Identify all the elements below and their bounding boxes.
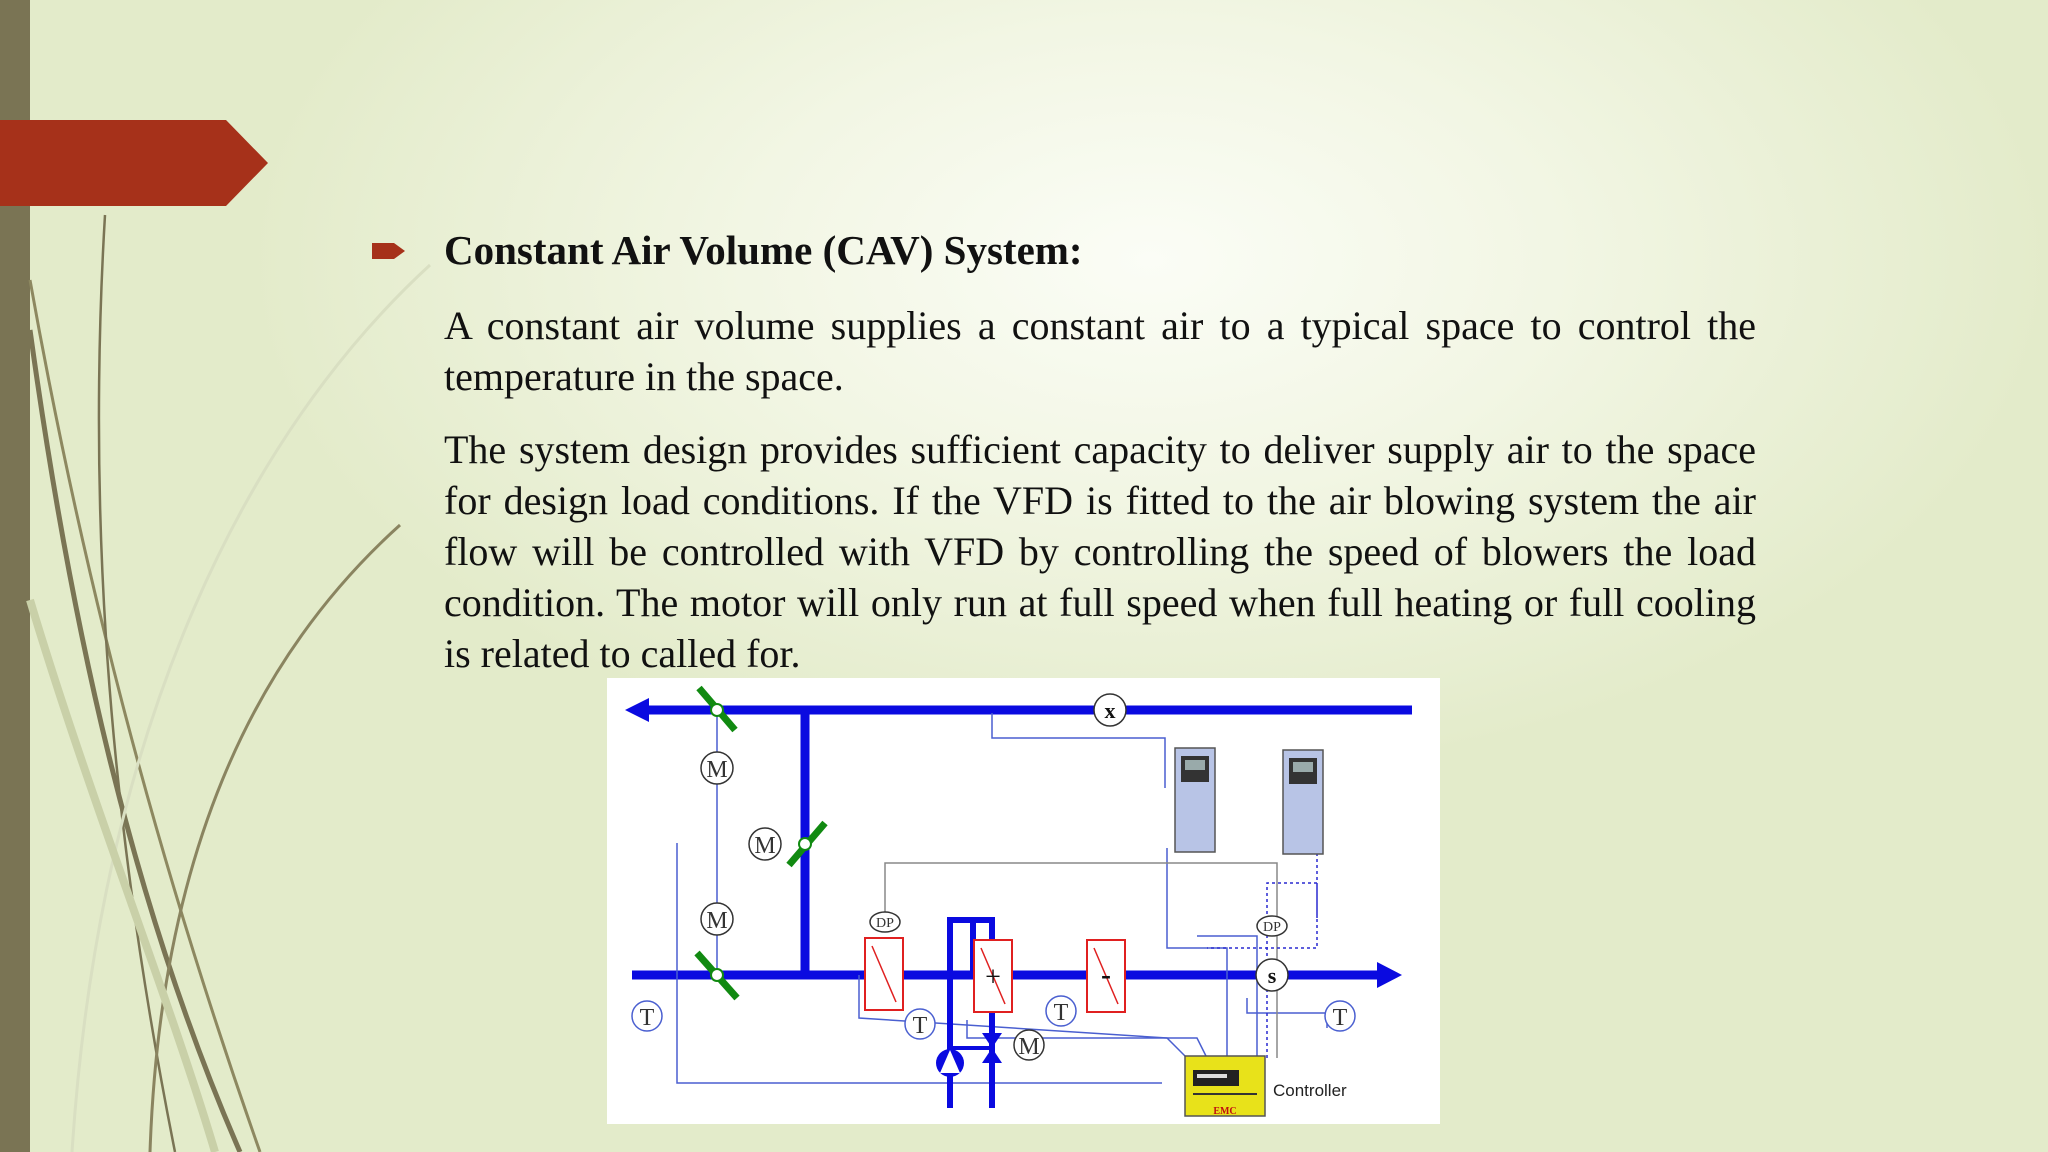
arrow-bullet-icon (372, 243, 405, 259)
svg-text:x: x (1105, 698, 1116, 723)
temp-sensor-mixed: T (904, 1008, 936, 1040)
svg-text:M: M (706, 757, 727, 783)
pump-icon (936, 1049, 964, 1077)
supply-flow-sensor: s (1255, 958, 1289, 992)
cav-system-diagram: M M M M T T T T (607, 678, 1440, 1124)
svg-text:M: M (1018, 1034, 1039, 1060)
vfd-wiring (1207, 853, 1318, 1058)
svg-text:s: s (1268, 963, 1277, 988)
dp-sensor-filter: DP (869, 911, 901, 933)
temp-sensor-coil: T (1045, 995, 1077, 1027)
control-valve-icon (950, 1033, 1002, 1063)
cooling-coil: - (1086, 939, 1126, 1013)
svg-text:EMC: EMC (1213, 1106, 1236, 1117)
dp-sensor-supply: DP (1256, 915, 1288, 937)
svg-text:T: T (1054, 1000, 1069, 1026)
svg-text:M: M (706, 908, 727, 934)
valve-motor: M (1013, 1029, 1045, 1061)
supply-arrow-icon (1377, 962, 1402, 988)
temp-sensor-outside: T (631, 1000, 663, 1032)
svg-text:M: M (754, 833, 775, 859)
damper-motor-3: M (700, 902, 734, 936)
svg-text:DP: DP (876, 916, 894, 931)
svg-text:DP: DP (1263, 920, 1281, 935)
svg-text:T: T (913, 1013, 928, 1039)
svg-text:+: + (985, 962, 1001, 993)
filter (864, 937, 904, 1011)
damper-motor-2: M (748, 827, 782, 861)
exhaust-flow-sensor: x (1093, 693, 1127, 727)
vfd-exhaust (1174, 747, 1216, 853)
paragraph-description: The system design provides sufficient ca… (444, 427, 1756, 676)
title-accent-tab (0, 120, 268, 206)
controller-unit: EMC (1184, 1055, 1266, 1117)
svg-text:T: T (640, 1005, 655, 1031)
svg-text:-: - (1101, 958, 1111, 991)
exhaust-arrow-icon (625, 698, 649, 722)
heating-coil: + (947, 917, 1013, 1108)
slide-heading: Constant Air Volume (CAV) System: (444, 227, 1083, 273)
vfd-supply (1282, 749, 1324, 855)
dp-wiring (884, 862, 1278, 1058)
svg-text:T: T (1333, 1005, 1348, 1031)
controller-label: Controller (1273, 1081, 1347, 1100)
control-wiring (676, 710, 1328, 1084)
damper-motor-1: M (700, 751, 734, 785)
temp-sensor-supply: T (1324, 1000, 1356, 1032)
paragraph-definition: A constant air volume supplies a constan… (444, 303, 1756, 399)
